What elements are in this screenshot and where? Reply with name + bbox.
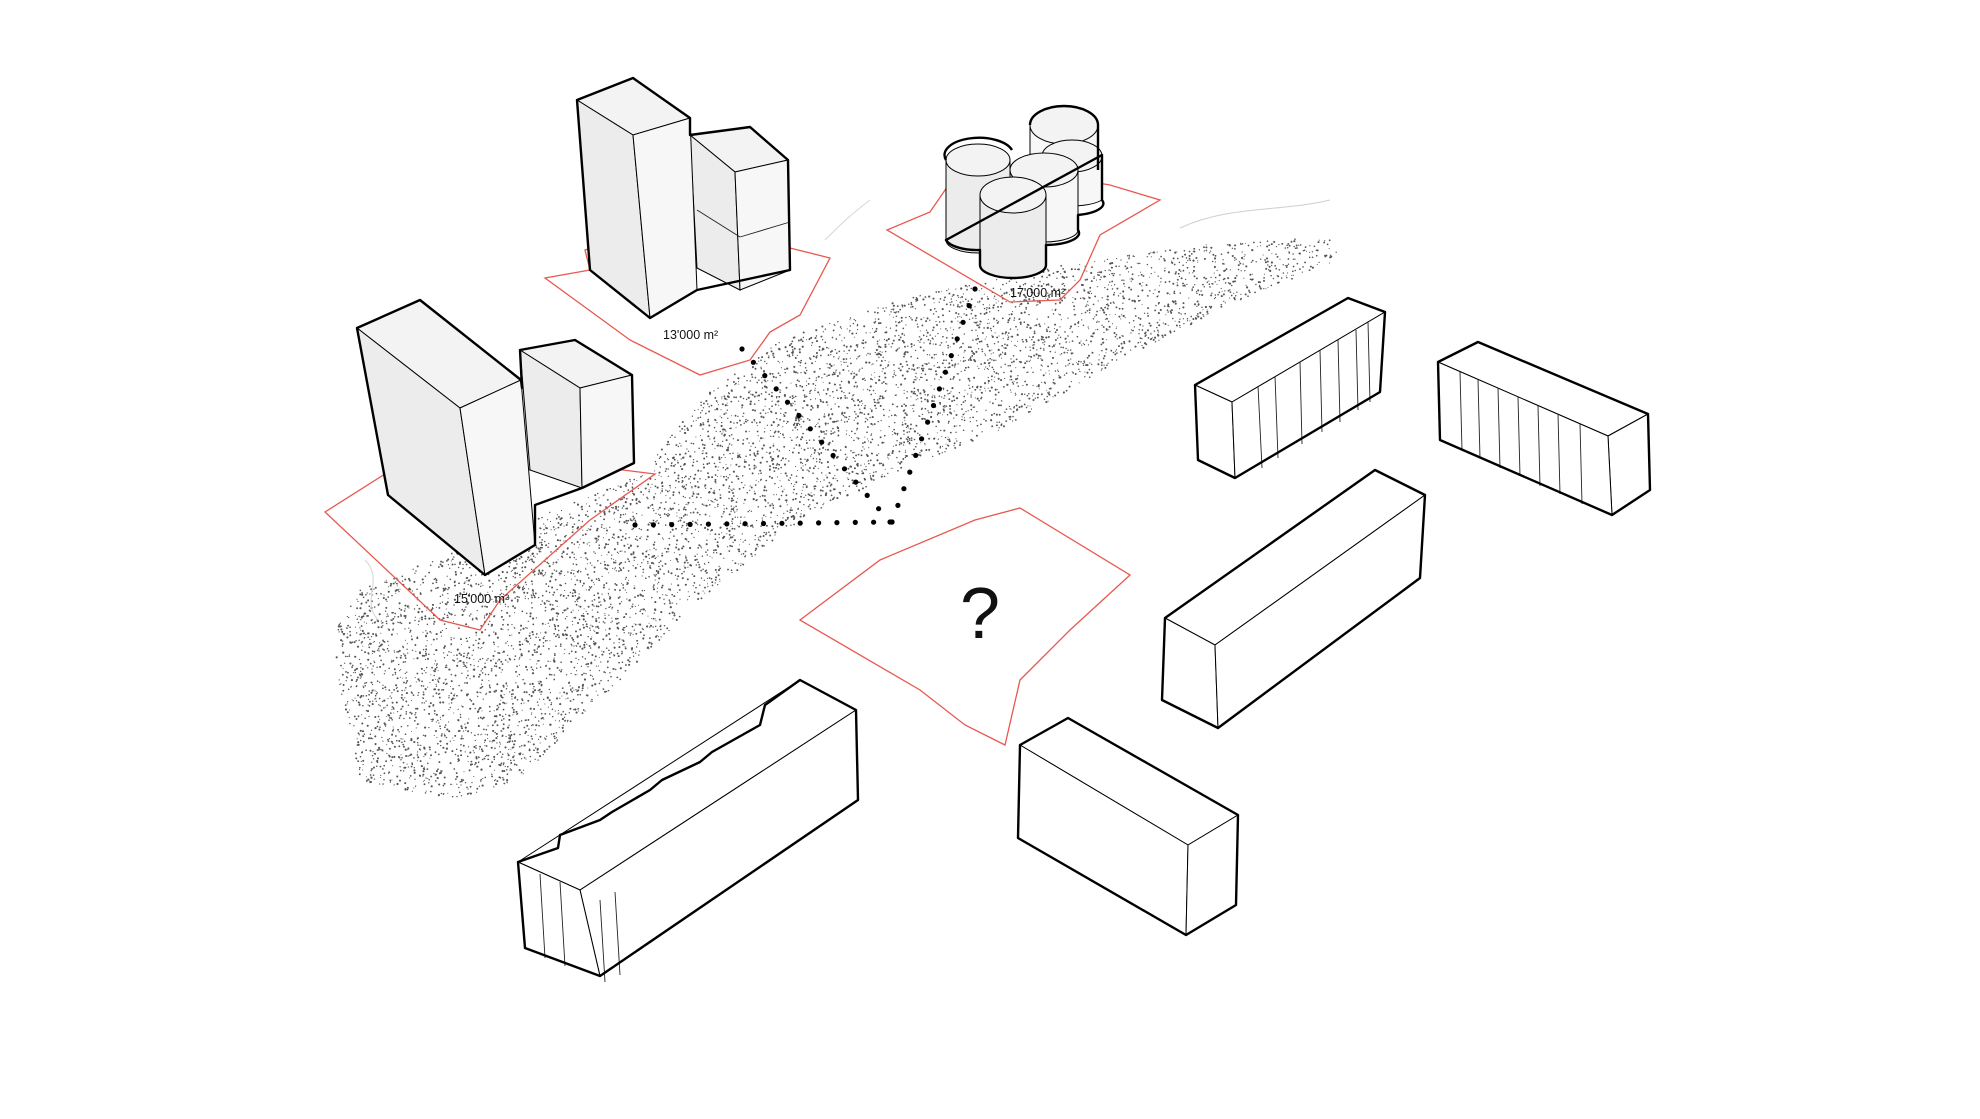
building-slab-east (1160, 468, 1427, 730)
area-label-site-c: 17'000 m² (1010, 286, 1065, 300)
stippled-park-corridor (335, 238, 1337, 798)
context-line (364, 559, 379, 621)
building-site-a (355, 298, 636, 577)
building-site-c (943, 104, 1105, 280)
new-site-question-mark: ? (960, 574, 1000, 654)
area-label-site-a: 15'000 m² (454, 592, 509, 606)
building-slab-southwest (516, 678, 860, 983)
lot-outline-site-b (543, 233, 831, 376)
building-slab-northeast-1 (1193, 296, 1387, 480)
area-label-site-b: 13'000 m² (663, 328, 718, 342)
lot-outline-new-site (798, 507, 1132, 746)
connection-dotted-lines (632, 286, 978, 528)
context-line (1179, 199, 1331, 229)
building-block-south (1016, 716, 1240, 937)
context-line (824, 199, 871, 241)
building-site-b (575, 76, 792, 320)
building-slab-northeast-2 (1436, 340, 1652, 517)
